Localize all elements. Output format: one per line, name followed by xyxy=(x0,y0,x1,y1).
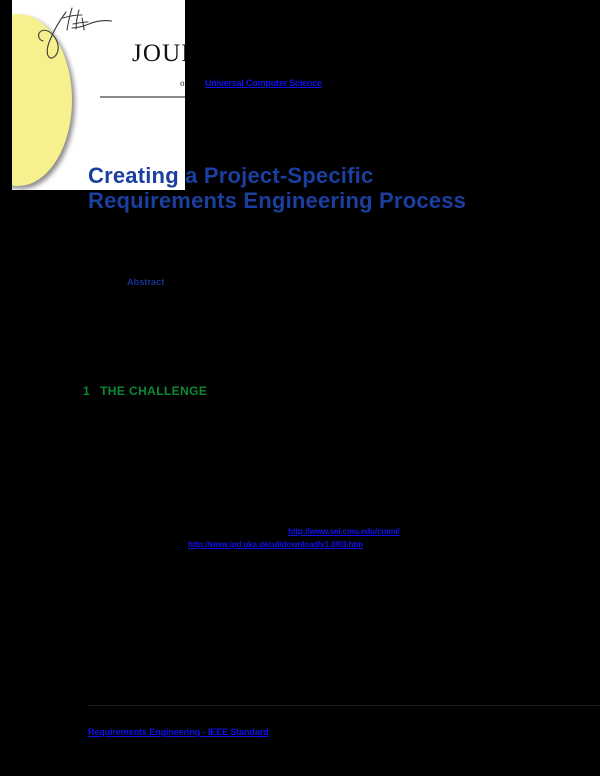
footnote-separator xyxy=(88,705,600,706)
journal-title-link[interactable]: Universal Computer Science xyxy=(205,78,322,88)
page-title-line2: Requirements Engineering Process xyxy=(88,188,467,213)
masthead-type-block: Journal of xyxy=(12,0,185,190)
journal-wordmark: Journal xyxy=(132,40,185,67)
section-label: THE CHALLENGE xyxy=(100,384,208,398)
abstract-label: Abstract xyxy=(127,277,165,287)
footnote-link-2[interactable]: http://www.ipd.uka.de/ad/download/v1.0/0… xyxy=(188,540,363,549)
section-heading-challenge: 1 THE CHALLENGE xyxy=(83,384,207,398)
page-title: Creating a Project-Specific Requirements… xyxy=(88,163,558,213)
bottom-reference-link[interactable]: Requirements Engineering - IEEE Standard xyxy=(88,727,269,737)
section-number: 1 xyxy=(83,384,91,398)
masthead-divider xyxy=(100,96,185,98)
journal-of-label: of xyxy=(180,78,185,88)
masthead-panel xyxy=(12,0,185,190)
page-title-line1: Creating a Project-Specific xyxy=(88,163,374,188)
footnote-link-1[interactable]: http://www.sei.cmu.edu/cmmi/ xyxy=(288,527,400,536)
